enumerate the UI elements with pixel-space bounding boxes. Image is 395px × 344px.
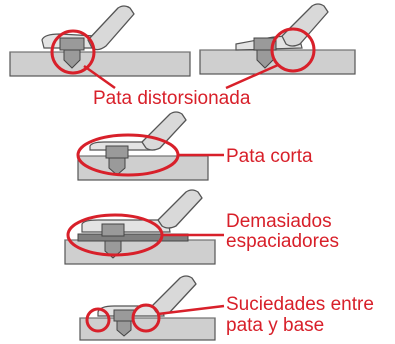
leader-line-right — [225, 63, 279, 90]
machine-arm — [141, 111, 187, 151]
machine-arm — [87, 5, 135, 51]
label-too-many-spacers-line2: espaciadores — [226, 231, 339, 252]
label-short-foot: Pata corta — [226, 146, 313, 167]
base-plate — [9, 51, 191, 77]
bolt-head — [105, 145, 129, 159]
bolt-shank — [116, 320, 132, 337]
panel-distorted-foot-right — [199, 3, 356, 75]
leader-line — [157, 304, 225, 316]
highlight-circle-left — [85, 307, 111, 333]
panel-dirt-between — [79, 275, 225, 341]
bolt-head — [113, 309, 135, 322]
bolt-shank — [108, 157, 126, 176]
label-distorted-foot: Pata distorsionada — [93, 88, 251, 109]
machine-arm — [151, 275, 197, 315]
machine-arm — [157, 189, 203, 229]
leader-line-left — [83, 64, 116, 90]
bolt-shank — [256, 49, 274, 69]
bolt-shank — [63, 49, 81, 69]
highlight-circle-right — [131, 303, 161, 333]
highlight-circle — [270, 27, 316, 73]
spacer-stack — [77, 233, 189, 242]
label-dirt-line2: pata y base — [226, 315, 324, 336]
bolt-head — [101, 223, 125, 237]
base-plate — [77, 155, 209, 181]
bolt-head — [59, 37, 85, 51]
panel-too-many-spacers — [64, 189, 224, 265]
label-dirt-line1: Suciedades entre — [226, 294, 374, 315]
label-too-many-spacers-line1: Demasiados — [226, 211, 332, 232]
panel-short-foot — [76, 111, 224, 181]
machine-arm — [281, 3, 329, 47]
panel-distorted-foot-left — [9, 5, 191, 77]
base-plate — [79, 317, 216, 341]
highlight-circle — [50, 29, 96, 75]
